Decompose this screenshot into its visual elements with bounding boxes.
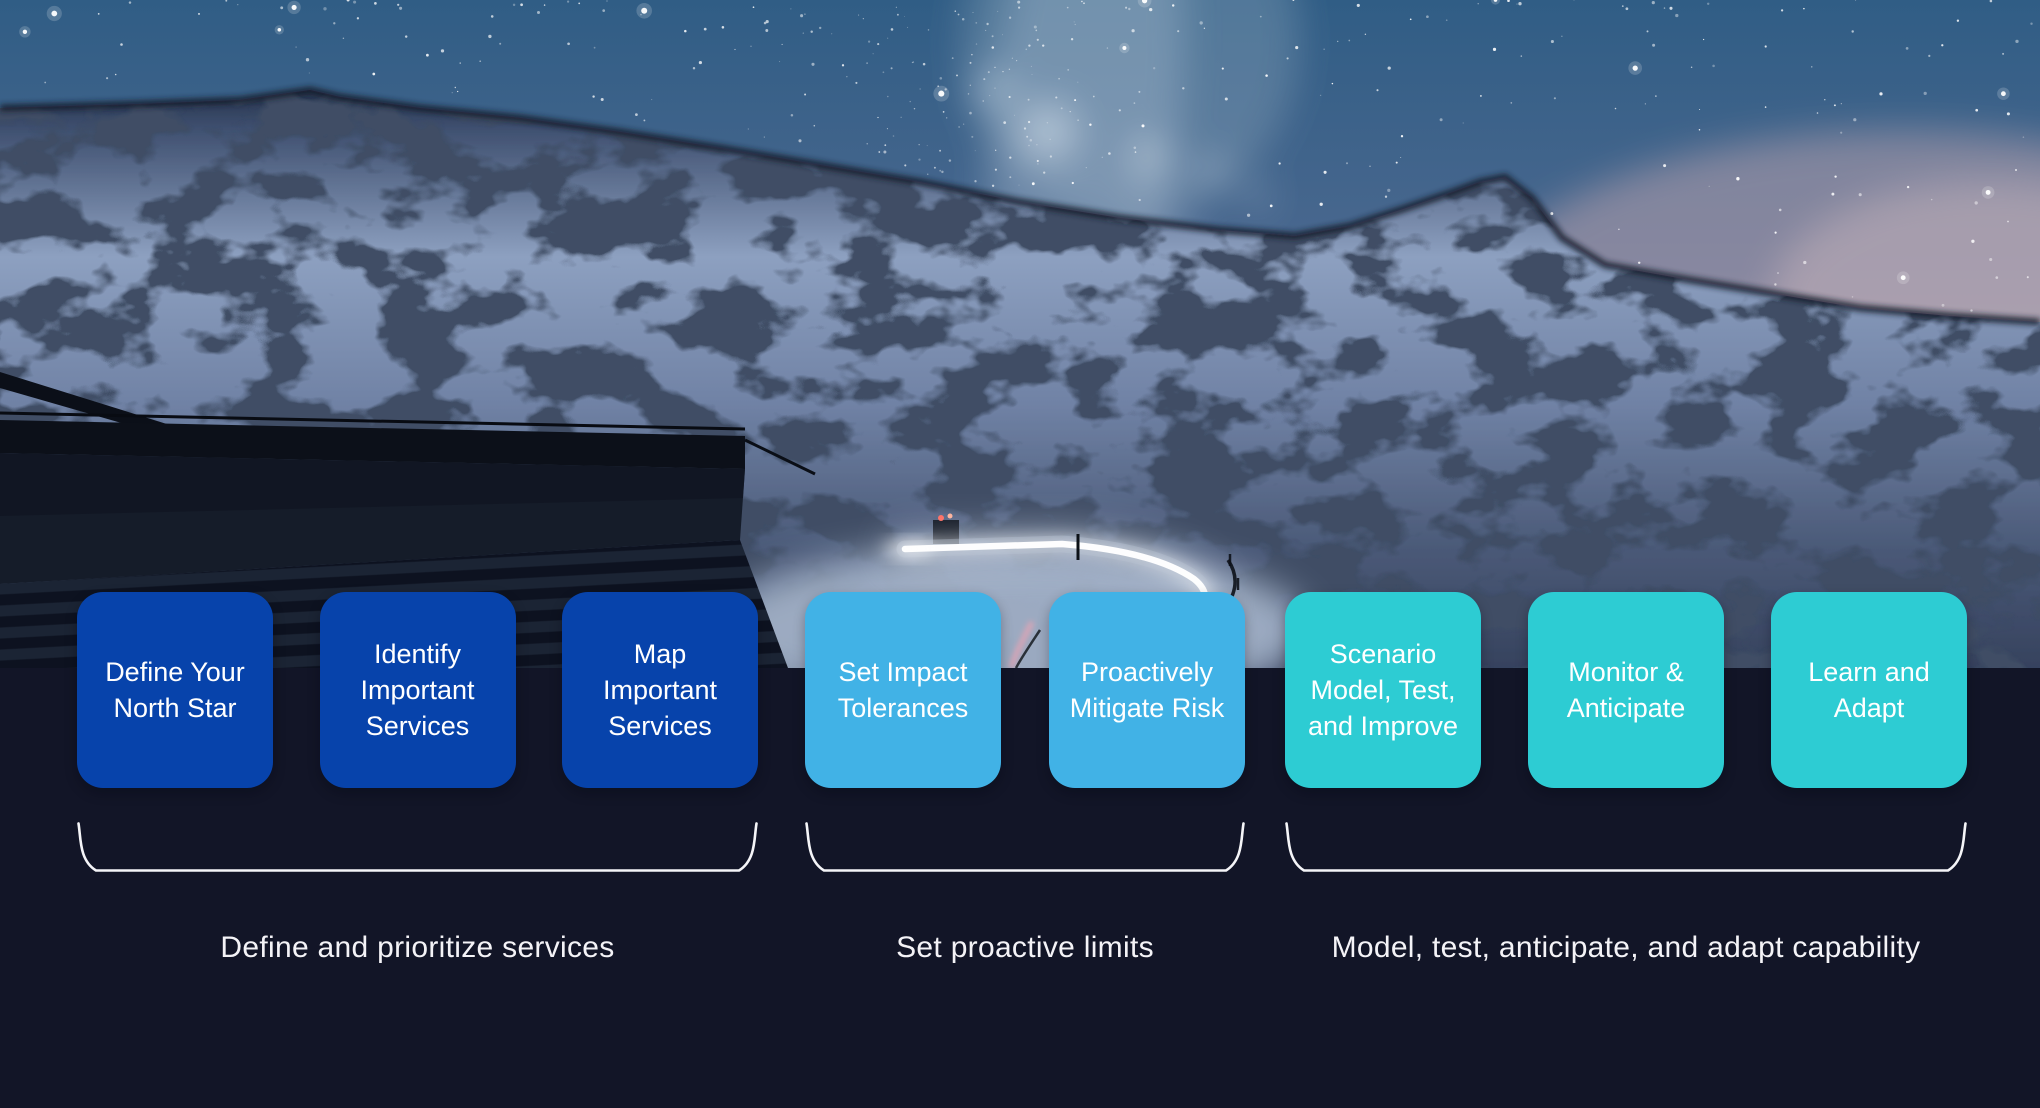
card-label: Set Impact Tolerances <box>837 657 969 723</box>
process-step-card[interactable]: Scenario Model, Test, and Improve <box>1285 592 1481 788</box>
card-row: Define Your North Star Identify Important… <box>77 592 758 788</box>
card-label: Monitor & Anticipate <box>1566 657 1686 723</box>
group-caption: Model, test, anticipate, and adapt capab… <box>1331 931 1921 964</box>
group-3: Scenario Model, Test, and Improve Monitor… <box>1285 592 1967 966</box>
card-label: Learn and Adapt <box>1808 657 1930 723</box>
card-row: Set Impact Tolerances Proactively Mitigat… <box>805 592 1245 788</box>
card-label: Proactively Mitigate Risk <box>1069 657 1225 723</box>
group-1: Define Your North Star Identify Important… <box>77 592 758 966</box>
star-field <box>19 0 2033 312</box>
card-label: Map Important Services <box>602 639 718 741</box>
group-brace <box>805 822 1245 872</box>
process-step-card[interactable]: Identify Important Services <box>319 592 516 788</box>
process-step-card[interactable]: Monitor & Anticipate <box>1528 592 1724 788</box>
group-2: Set Impact Tolerances Proactively Mitigat… <box>805 592 1245 966</box>
process-step-card[interactable]: Map Important Services <box>562 592 758 788</box>
night-mountain-photo <box>0 0 2040 668</box>
group-brace <box>77 822 758 872</box>
card-label: Define Your North Star <box>105 657 245 723</box>
card-row: Scenario Model, Test, and Improve Monitor… <box>1285 592 1967 788</box>
mountain-ridgeline <box>0 86 2040 326</box>
card-label: Identify Important Services <box>360 639 475 741</box>
process-step-card[interactable]: Define Your North Star <box>77 592 273 788</box>
group-caption: Set proactive limits <box>896 931 1154 964</box>
card-label: Scenario Model, Test, and Improve <box>1307 639 1459 741</box>
group-caption: Define and prioritize services <box>220 931 615 964</box>
process-step-card[interactable]: Learn and Adapt <box>1771 592 1967 788</box>
process-step-card[interactable]: Set Impact Tolerances <box>805 592 1001 788</box>
process-step-card[interactable]: Proactively Mitigate Risk <box>1049 592 1245 788</box>
tail-light-trail <box>1008 620 1035 668</box>
group-brace <box>1285 822 1967 872</box>
